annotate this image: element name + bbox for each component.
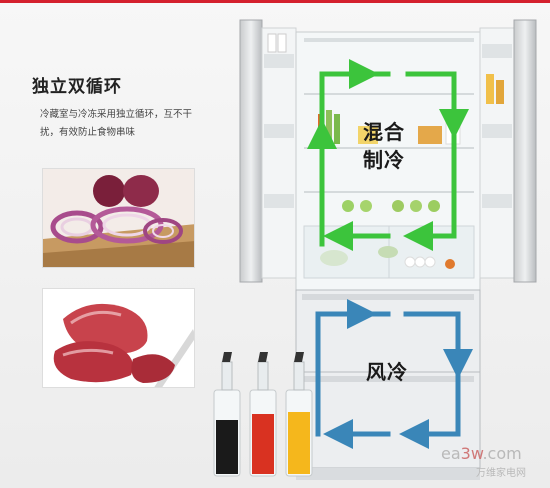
- fan-cooling-label: 风冷: [366, 360, 408, 384]
- site-watermark-cn: 万维家电网: [476, 468, 526, 479]
- onion-photo: [42, 168, 195, 268]
- feature-description-line-1: 冷藏室与冷冻采用独立循环，互不干: [40, 109, 193, 120]
- feature-heading: 独立双循环: [32, 77, 122, 97]
- watermark-suffix: .com: [482, 444, 522, 463]
- condiment-bottles: [210, 350, 320, 480]
- fridge-illustration: [238, 14, 538, 484]
- watermark-accent: 3w: [460, 444, 483, 463]
- site-watermark: ea3w.com: [441, 444, 522, 463]
- top-accent-bar: [0, 0, 550, 3]
- meat-photo: [42, 288, 195, 388]
- mixed-cooling-label-1: 混合: [363, 120, 405, 144]
- mixed-cooling-label-2: 制冷: [363, 148, 405, 172]
- feature-description-line-2: 扰，有效防止食物串味: [40, 127, 136, 138]
- watermark-prefix: ea: [441, 444, 461, 463]
